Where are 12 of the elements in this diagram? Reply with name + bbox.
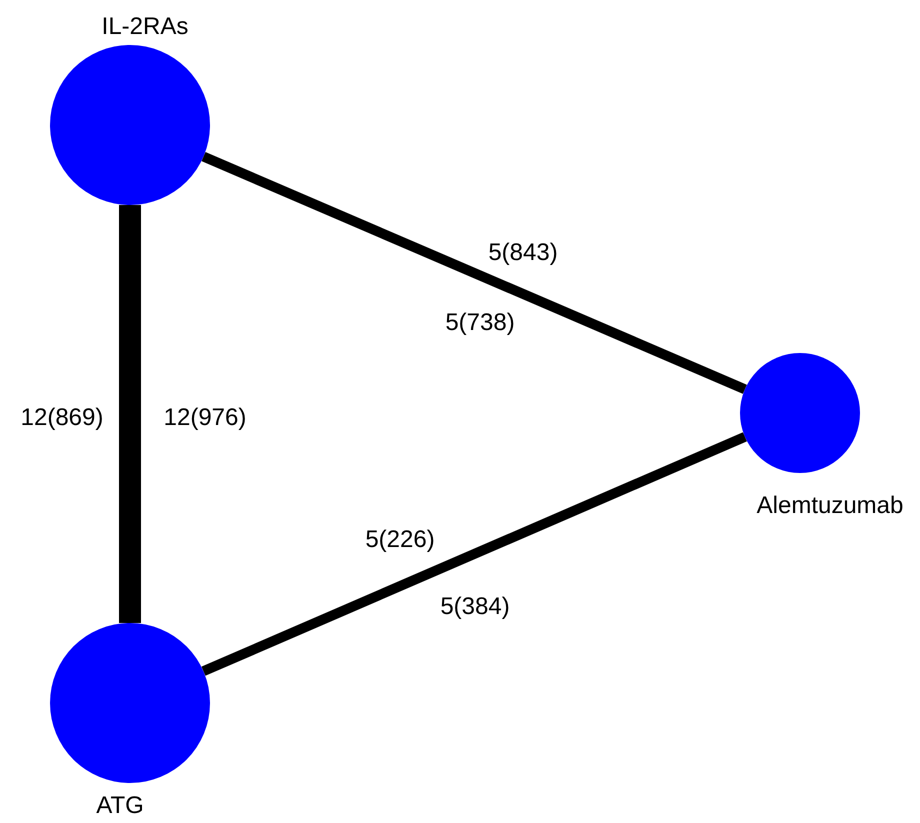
node-label: IL-2RAs: [102, 13, 188, 41]
node-label: ATG: [96, 792, 144, 820]
edge-label: 12(869): [20, 404, 104, 432]
edge-value-label: 5(738): [445, 309, 515, 337]
edge-value-label: 12(976): [164, 404, 246, 432]
connector-line: [119, 205, 141, 623]
node-label: Alemtuzumab: [756, 492, 904, 520]
edge-label: 5(843): [488, 239, 558, 267]
connector-line: [202, 152, 747, 394]
connector-line: [201, 432, 747, 676]
edge-label: 5(226): [365, 526, 435, 554]
edge-value-label: 5(384): [440, 593, 510, 621]
